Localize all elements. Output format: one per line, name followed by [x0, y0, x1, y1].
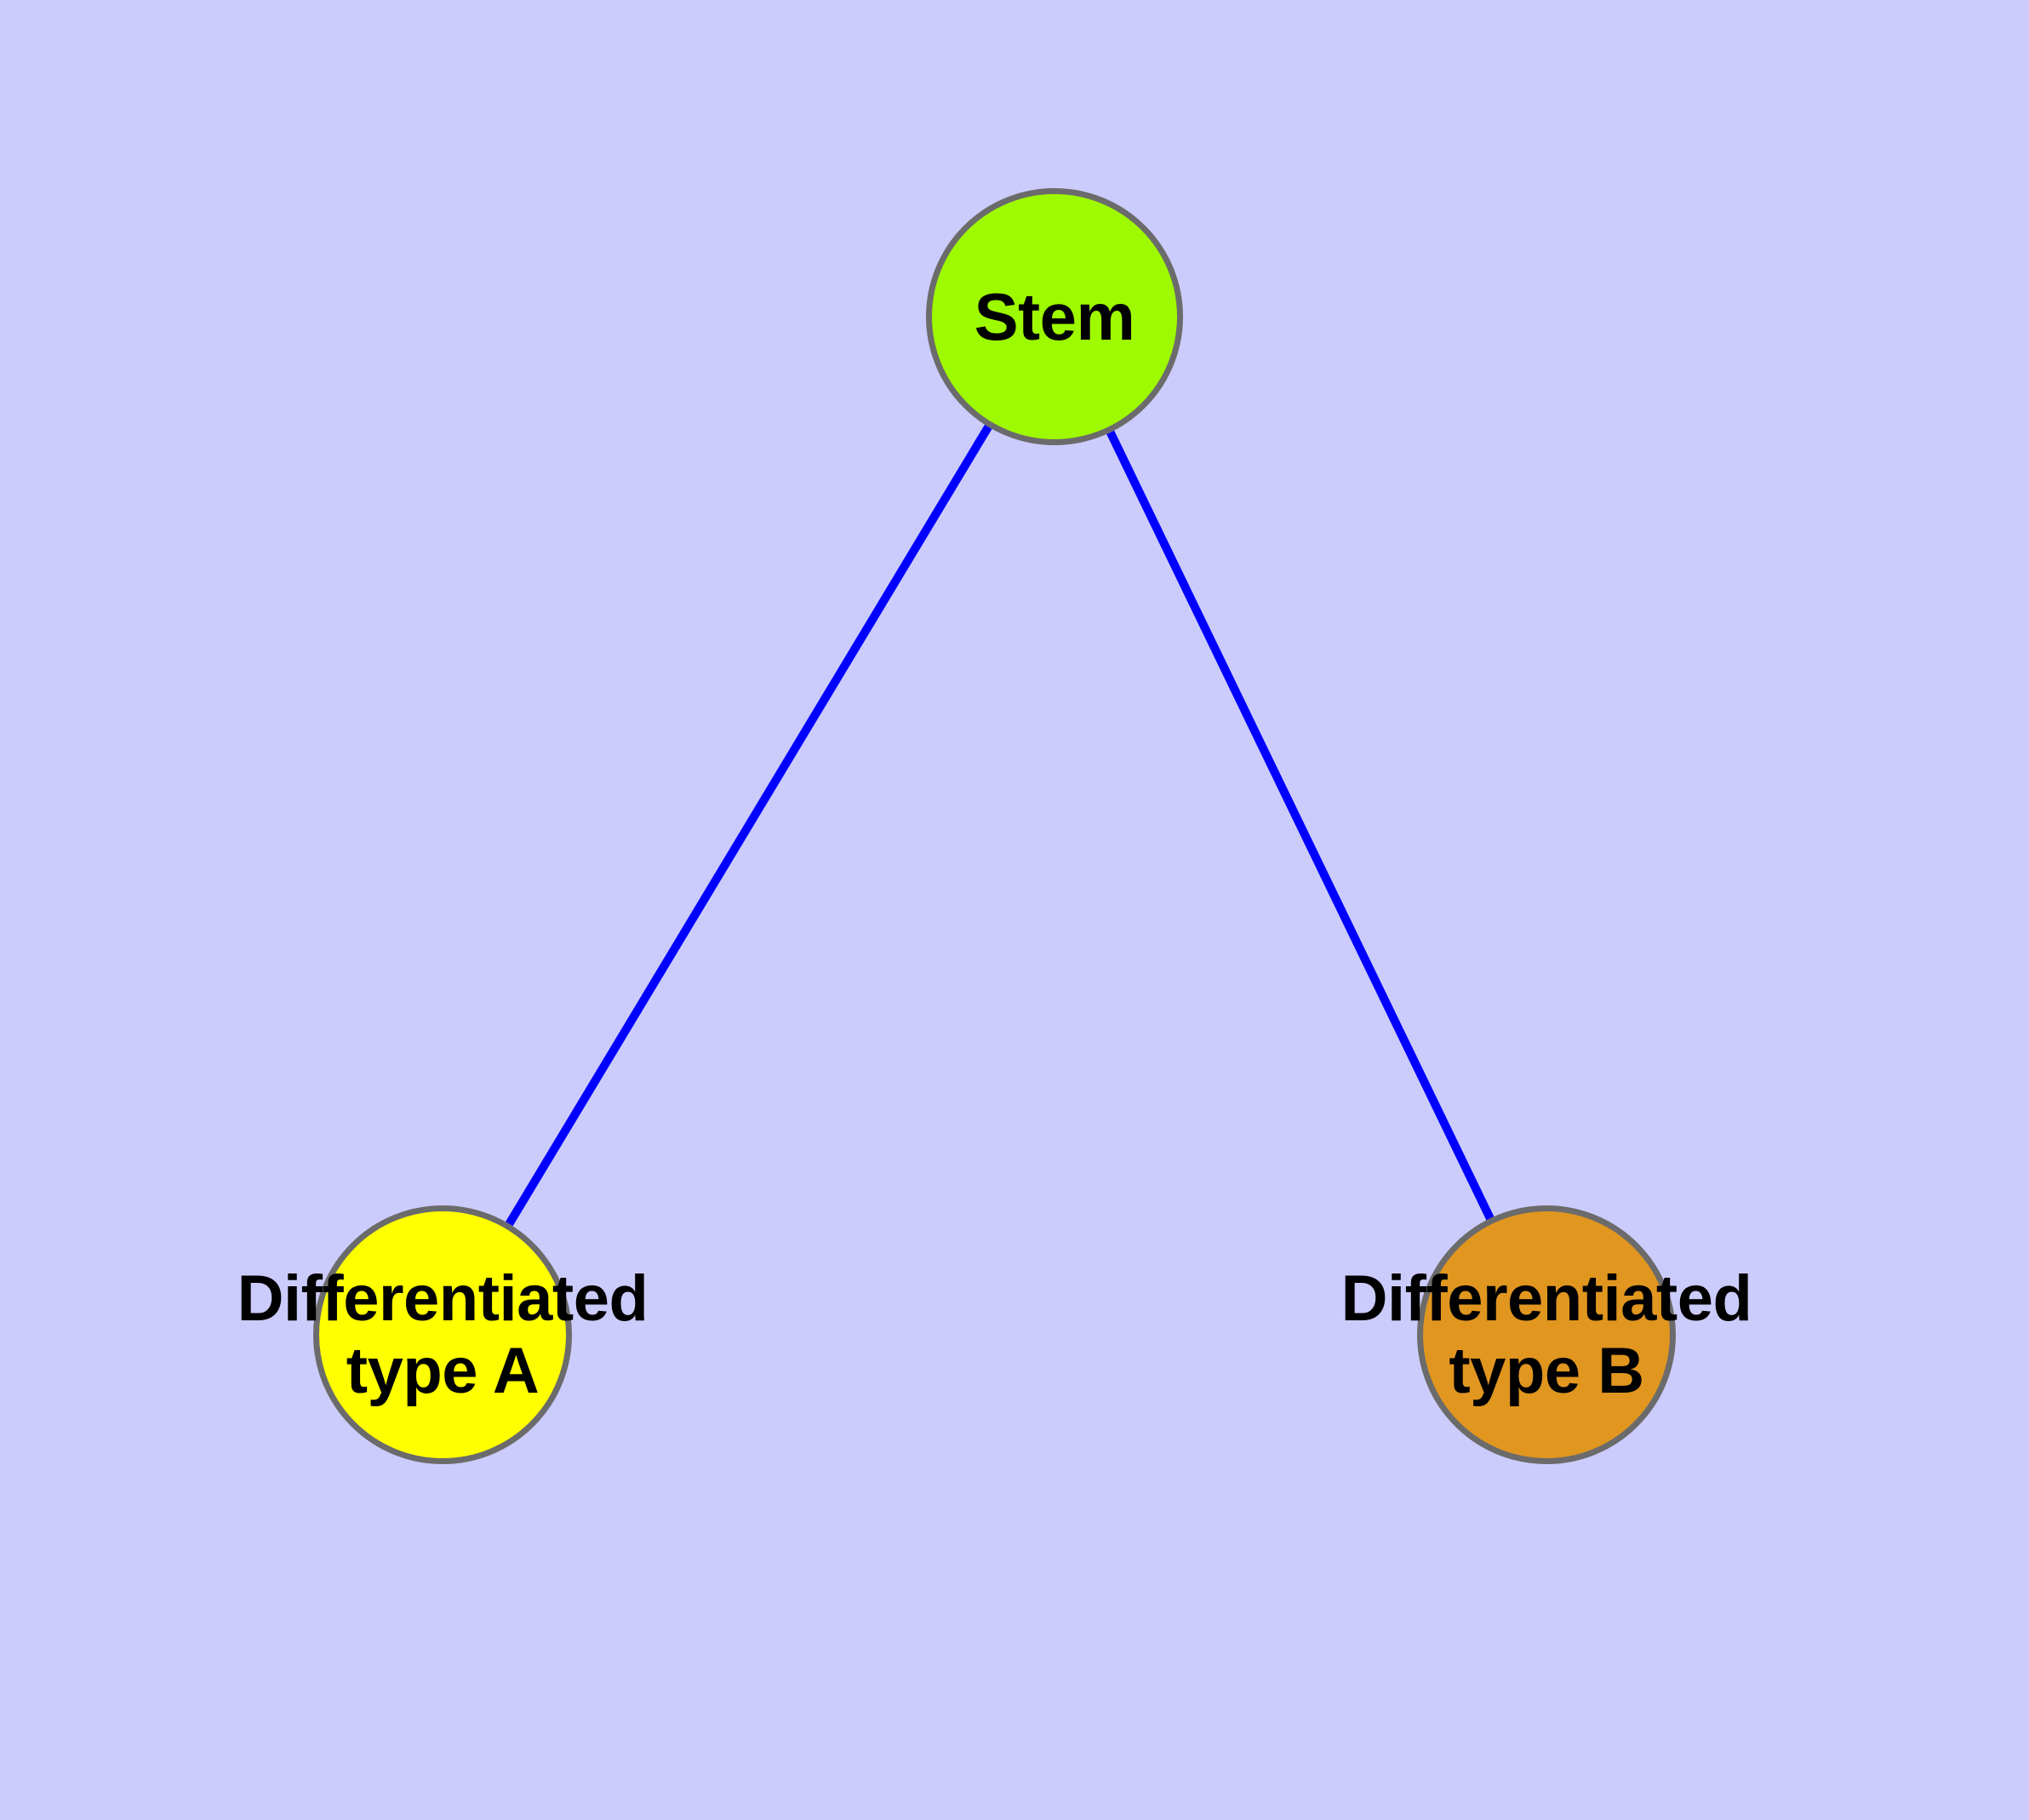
node-differentiated-type-a[interactable]	[313, 1205, 572, 1464]
edge-stem-to-diff-a[interactable]	[506, 424, 992, 1227]
edge-stem-to-diff-b[interactable]	[1106, 430, 1495, 1221]
node-stem[interactable]	[926, 188, 1183, 445]
node-differentiated-type-b[interactable]	[1417, 1205, 1676, 1464]
